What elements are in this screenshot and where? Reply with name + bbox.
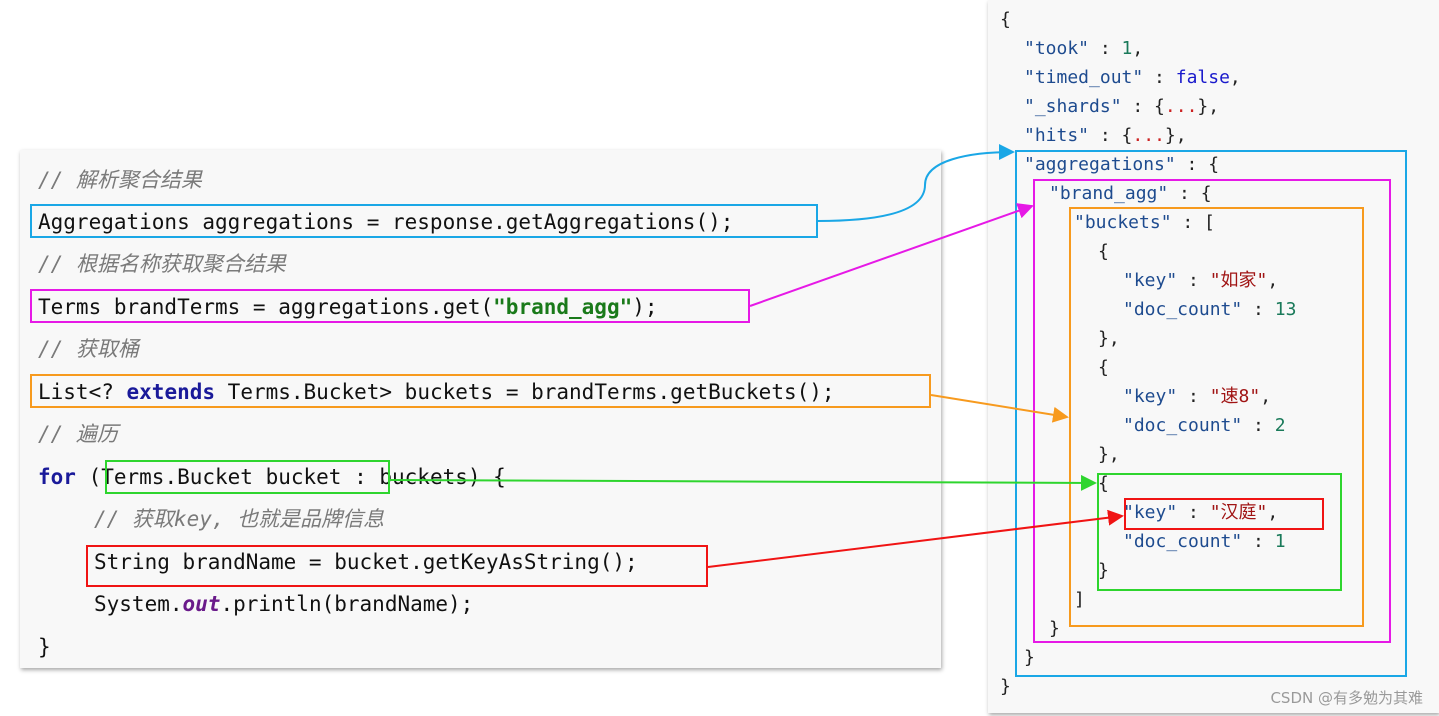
bucket-2-key: "key" : "速8", <box>1123 386 1272 407</box>
buckets-key: "buckets" <box>1074 212 1172 233</box>
bucket-1-key: "key" : "如家", <box>1123 270 1279 291</box>
json-timed-out: "timed_out" : false, <box>1024 67 1241 88</box>
code-line-println: System.out.println(brandName); <box>94 591 473 617</box>
bucket-2-key-value: "速8" <box>1209 386 1261 407</box>
bucket-1-count-value: 13 <box>1274 299 1297 320</box>
watermark: CSDN @有多勉为其难 <box>1270 689 1423 707</box>
took-key: "took" <box>1024 38 1090 59</box>
shards-ellipsis: ... <box>1164 96 1198 117</box>
terms-suffix: ); <box>632 295 658 319</box>
json-hits: "hits" : {...}, <box>1024 125 1187 146</box>
bucket-3-count-label: "doc_count" <box>1123 531 1243 552</box>
list-suffix: Terms.Bucket> buckets = brandTerms.getBu… <box>215 380 835 404</box>
bucket-3-key-label: "key" <box>1123 502 1178 523</box>
bucket-1-count-label: "doc_count" <box>1123 299 1243 320</box>
bucket-2-count-label: "doc_count" <box>1123 415 1243 436</box>
timed-out-value: false <box>1175 67 1230 88</box>
print-suffix: .println(brandName); <box>220 592 474 616</box>
arrow-brand-agg <box>749 203 1034 307</box>
code-line-for: for (Terms.Bucket bucket : buckets) { <box>38 464 506 490</box>
bucket-3-open: { <box>1098 473 1109 494</box>
code-line-brand-name: String brandName = bucket.getKeyAsString… <box>94 550 638 574</box>
json-aggregations: "aggregations" : { <box>1024 154 1220 175</box>
brand-agg-close: } <box>1049 618 1060 639</box>
code-line-buckets: List<? extends Terms.Bucket> buckets = b… <box>38 379 835 405</box>
comment-by-name: // 根据名称获取聚合结果 <box>38 252 286 276</box>
json-shards: "_shards" : {...}, <box>1024 96 1220 117</box>
buckets-close: ] <box>1074 589 1085 610</box>
aggregations-close: } <box>1024 647 1035 668</box>
bucket-1-count: "doc_count" : 13 <box>1123 299 1297 320</box>
shards-key: "_shards" <box>1024 96 1122 117</box>
bucket-2-close: }, <box>1098 444 1120 465</box>
bucket-2-key-label: "key" <box>1123 386 1178 407</box>
bucket-2-count: "doc_count" : 2 <box>1123 415 1286 436</box>
comment-parse-aggregations: // 解析聚合结果 <box>38 168 202 192</box>
brand-agg-string: "brand_agg" <box>493 295 633 319</box>
json-close-brace: } <box>1000 676 1011 697</box>
bucket-3-count-value: 1 <box>1274 531 1286 552</box>
aggregations-key: "aggregations" <box>1024 154 1176 175</box>
hits-key: "hits" <box>1024 125 1090 146</box>
json-open-brace: { <box>1000 9 1011 30</box>
bucket-2-open: { <box>1098 357 1109 378</box>
bucket-1-close: }, <box>1098 328 1120 349</box>
arrow-aggregations <box>817 144 1015 222</box>
comment-traverse: // 遍历 <box>38 422 118 446</box>
json-brand-agg: "brand_agg" : { <box>1049 183 1212 204</box>
code-line-aggregations: Aggregations aggregations = response.get… <box>38 210 734 234</box>
for-suffix: (Terms.Bucket bucket : buckets) { <box>75 465 506 489</box>
out-field: out <box>182 592 221 616</box>
took-value: 1 <box>1121 38 1133 59</box>
bucket-3-key: "key" : "汉庭", <box>1123 502 1279 523</box>
arrow-key <box>707 509 1124 568</box>
json-took: "took" : 1, <box>1024 38 1144 59</box>
code-line-close: } <box>38 635 51 659</box>
brand-agg-key: "brand_agg" <box>1049 183 1169 204</box>
extends-keyword: extends <box>126 380 216 404</box>
comment-get-buckets: // 获取桶 <box>38 337 139 361</box>
terms-prefix: Terms brandTerms = aggregations.get( <box>38 295 494 319</box>
list-prefix: List<? <box>38 380 127 404</box>
bucket-3-key-value: "汉庭" <box>1209 502 1268 523</box>
bucket-1-key-label: "key" <box>1123 270 1178 291</box>
code-line-terms: Terms brandTerms = aggregations.get("bra… <box>38 294 658 320</box>
print-prefix: System. <box>94 592 183 616</box>
bucket-3-close: } <box>1098 560 1109 581</box>
timed-out-key: "timed_out" <box>1024 67 1144 88</box>
bucket-3-count: "doc_count" : 1 <box>1123 531 1286 552</box>
json-buckets: "buckets" : [ <box>1074 212 1215 233</box>
hits-ellipsis: ... <box>1132 125 1165 146</box>
for-keyword: for <box>38 465 76 489</box>
arrow-buckets <box>930 394 1069 423</box>
bucket-2-count-value: 2 <box>1274 415 1286 436</box>
arrow-bucket <box>389 474 1097 491</box>
bucket-1-open: { <box>1098 241 1109 262</box>
comment-get-key: // 获取key, 也就是品牌信息 <box>94 507 385 531</box>
bucket-1-key-value: "如家" <box>1209 270 1268 291</box>
